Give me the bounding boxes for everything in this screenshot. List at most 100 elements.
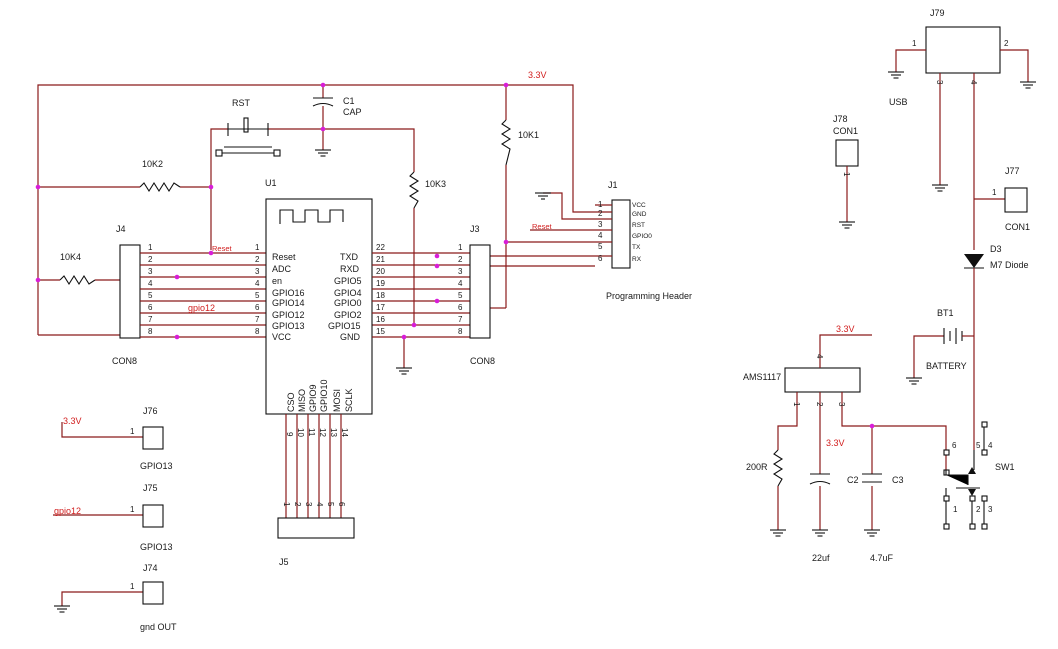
- svg-text:GPIO0: GPIO0: [334, 298, 362, 308]
- j78-connector-group: [835, 139, 859, 229]
- c2-value: 22uf: [812, 553, 830, 563]
- svg-text:10: 10: [296, 428, 305, 437]
- j74-ref: J74: [143, 563, 158, 573]
- u1-antenna-pattern: [279, 209, 344, 224]
- d3-diode: [964, 254, 984, 322]
- svg-text:4: 4: [315, 502, 324, 507]
- svg-text:2: 2: [458, 255, 463, 264]
- svg-text:ADC: ADC: [272, 264, 292, 274]
- svg-text:GPIO9: GPIO9: [308, 384, 318, 412]
- svg-text:2: 2: [598, 209, 603, 218]
- svg-text:2: 2: [815, 402, 824, 407]
- svg-text:1: 1: [255, 243, 260, 252]
- svg-text:5: 5: [148, 291, 153, 300]
- svg-text:4: 4: [815, 354, 824, 359]
- svg-text:en: en: [272, 276, 282, 286]
- svg-text:MISO: MISO: [297, 389, 307, 412]
- resistor-10k3: [408, 171, 420, 209]
- rst-switch: [215, 117, 281, 157]
- j79-pin-numbers: 1 2 3 4: [912, 39, 1009, 85]
- ams1117-wires: [769, 334, 947, 537]
- c2-ref: C2: [847, 475, 859, 485]
- svg-text:1: 1: [148, 243, 153, 252]
- net-label-reset: Reset: [212, 244, 233, 253]
- resistor-200r-label: 200R: [746, 462, 768, 472]
- svg-text:GPIO0: GPIO0: [632, 233, 652, 240]
- rst-ref: RST: [232, 98, 251, 108]
- j4-type: CON8: [112, 356, 137, 366]
- svg-text:GPIO5: GPIO5: [334, 276, 362, 286]
- j1-pin-numbers: 1 2 3 4 5 6: [598, 200, 603, 263]
- j3-pin-numbers: 1 2 3 4 5 6 7 8: [458, 243, 463, 336]
- c3-ref: C3: [892, 475, 904, 485]
- svg-text:GPIO16: GPIO16: [272, 288, 305, 298]
- j77-pin: 1: [992, 188, 997, 197]
- vcc-loop-wires: [37, 84, 595, 336]
- svg-text:TXD: TXD: [340, 252, 359, 262]
- j76-ref: J76: [143, 406, 158, 416]
- resistor-10k2: [139, 181, 181, 193]
- c2-capacitor: [809, 473, 831, 485]
- net-label-reset-j1: Reset: [532, 222, 553, 231]
- j77-ref: J77: [1005, 166, 1020, 176]
- j79-label: USB: [889, 97, 908, 107]
- svg-text:4: 4: [458, 279, 463, 288]
- ams1117-pin-numbers: 1 2 3 4: [792, 354, 846, 407]
- svg-text:2: 2: [976, 505, 981, 514]
- svg-text:VCC: VCC: [272, 332, 292, 342]
- svg-text:GND: GND: [632, 211, 647, 218]
- j78-pin: 1: [842, 172, 851, 177]
- svg-text:12: 12: [318, 428, 327, 437]
- j75-label: GPIO13: [140, 542, 173, 552]
- svg-text:4: 4: [255, 279, 260, 288]
- resistor-200r: [772, 449, 784, 487]
- j1-connector: [611, 199, 631, 269]
- svg-text:1: 1: [792, 402, 801, 407]
- svg-text:6: 6: [337, 502, 346, 507]
- ams1117-body: [784, 367, 861, 393]
- svg-text:6: 6: [255, 303, 260, 312]
- svg-text:3: 3: [255, 267, 260, 276]
- j79-ref: J79: [930, 8, 945, 18]
- bt1-battery: [905, 322, 975, 450]
- svg-text:8: 8: [458, 327, 463, 336]
- svg-text:2: 2: [255, 255, 260, 264]
- svg-text:Reset: Reset: [272, 252, 296, 262]
- svg-text:16: 16: [376, 315, 385, 324]
- j76-pin: 1: [130, 427, 135, 436]
- svg-text:1: 1: [953, 505, 958, 514]
- u1-j5-wires: [285, 414, 342, 518]
- junction-dots: [35, 82, 509, 340]
- svg-text:5: 5: [255, 291, 260, 300]
- j75-connector-group: [53, 504, 164, 528]
- j1-pin-wires: [595, 204, 612, 257]
- j75-net: gpio12: [54, 506, 81, 516]
- svg-text:6: 6: [598, 254, 603, 263]
- svg-text:7: 7: [255, 315, 260, 324]
- svg-text:2: 2: [293, 502, 302, 507]
- c3-capacitor: [862, 473, 882, 483]
- svg-text:2: 2: [148, 255, 153, 264]
- reset-wires: [210, 128, 420, 326]
- sw1-pin-numbers: 1 2 3 4 5 6: [952, 441, 993, 514]
- svg-text:21: 21: [376, 255, 385, 264]
- d3-value: M7 Diode: [990, 260, 1029, 270]
- j4-pin-numbers: 1 2 3 4 5 6 7 8: [148, 243, 153, 336]
- j4-ref: J4: [116, 224, 126, 234]
- j76-connector-group: [61, 422, 164, 450]
- svg-text:5: 5: [976, 441, 981, 450]
- j78-ref: J78: [833, 114, 848, 124]
- svg-text:3: 3: [837, 402, 846, 407]
- u1-ref: U1: [265, 178, 277, 188]
- j77-connector-group: [974, 187, 1028, 213]
- svg-text:4: 4: [148, 279, 153, 288]
- svg-text:RX: RX: [632, 256, 642, 263]
- j1-wires: [530, 192, 595, 231]
- j5-ref: J5: [279, 557, 289, 567]
- svg-text:1: 1: [282, 502, 291, 507]
- svg-text:3: 3: [304, 502, 313, 507]
- svg-text:14: 14: [340, 428, 349, 437]
- svg-text:6: 6: [952, 441, 957, 450]
- svg-text:TX: TX: [632, 244, 641, 251]
